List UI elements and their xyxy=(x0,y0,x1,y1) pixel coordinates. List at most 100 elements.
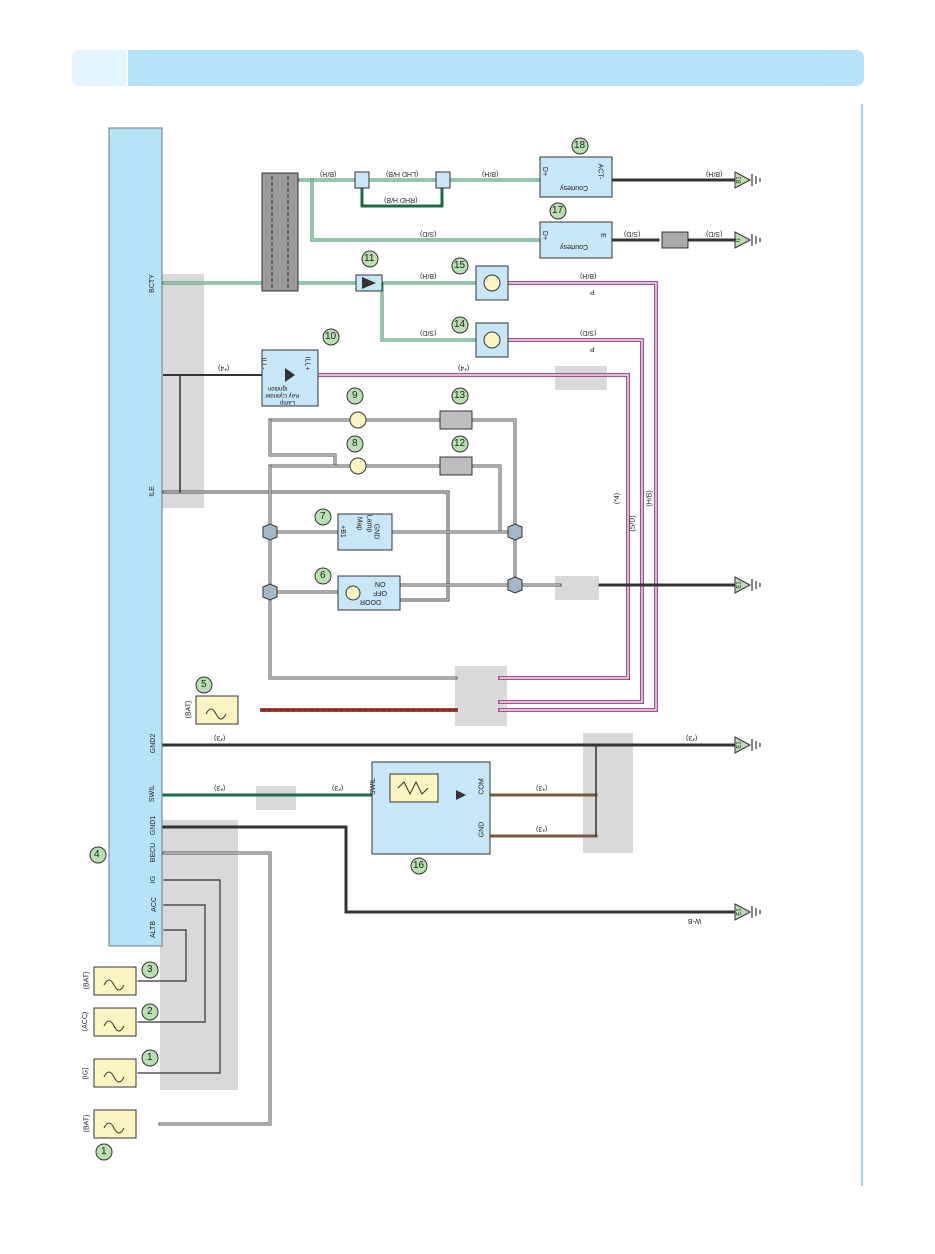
fuse-acc-label: (ACC) xyxy=(82,1011,90,1032)
junction-node xyxy=(507,576,523,594)
junction-node xyxy=(262,523,278,541)
wire-label-gnd: (*3) xyxy=(536,825,548,832)
wire-label-v4: (*4) xyxy=(614,492,622,505)
component-6-number: 6 xyxy=(320,570,326,581)
wire-label-top1: (B/H) xyxy=(320,170,337,177)
fuse-bat3-label: (BAT) xyxy=(185,700,193,719)
map-lamp-label-1: Map xyxy=(355,516,363,531)
junction-zone-2 xyxy=(555,576,599,600)
ground-symbol xyxy=(734,231,752,249)
wire-ig xyxy=(137,879,221,1074)
ecu-pin-gnd2: GND2 xyxy=(150,733,158,754)
ground-symbol xyxy=(734,903,752,921)
wire-label-r15b: (B/H) xyxy=(580,272,597,279)
wire-label-com: (*3) xyxy=(536,784,548,791)
courtesy-switch-17 xyxy=(539,221,613,259)
lamp-9 xyxy=(349,411,367,429)
joint-connector xyxy=(261,172,299,292)
connector-lhd-2 xyxy=(435,171,451,189)
fuse-acc-number: 2 xyxy=(147,1006,153,1017)
fuse-ig-number: 1 xyxy=(147,1052,153,1063)
ecu-body xyxy=(108,127,163,947)
courtesy-switch-18 xyxy=(539,156,613,198)
courtesy-18-dplus: D+ xyxy=(541,166,549,177)
wire-label-gnd2: (*3) xyxy=(214,734,226,741)
wire-label-lhd: (LHD H/B) xyxy=(386,170,419,177)
component-7-number: 7 xyxy=(320,511,326,522)
header-bar xyxy=(72,50,864,86)
connector-ground-i1 xyxy=(661,231,689,249)
wire-label-wb: W-B xyxy=(688,917,702,924)
component-9-number: 9 xyxy=(352,390,358,401)
map-lamp-gnd: GND xyxy=(372,523,380,540)
ecu-pin-acc: ACC xyxy=(150,897,158,912)
ecu-pin-bcty: BCTY xyxy=(148,274,156,293)
component-14-number: 14 xyxy=(454,319,466,330)
wire-label-swil1: (*3) xyxy=(214,784,226,791)
swil-gnd-label: GND xyxy=(478,821,486,838)
wire-label-swil2: (*3) xyxy=(332,784,344,791)
junction-zone-3 xyxy=(555,366,607,390)
wire-label-r10: (*4) xyxy=(458,364,470,371)
wire-label-mid3: (S/D) xyxy=(706,230,723,237)
ground-label-b1: B1 xyxy=(736,176,743,184)
fuse-bat3-number: 5 xyxy=(201,679,207,690)
door-off-label: OFF xyxy=(373,589,387,596)
wire-label-rhd: (RHD H/B) xyxy=(384,196,418,203)
ecu-pin-gnd1: GND1 xyxy=(150,815,158,836)
ecu-pin-swil: SWIL xyxy=(149,784,157,803)
courtesy-18-act: ACT- xyxy=(596,163,604,180)
key-lamp-label-3: Lamp xyxy=(280,399,296,405)
key-lamp-label-2: Key Cylinder xyxy=(265,392,300,398)
wire-gnd1 xyxy=(162,825,737,914)
connector-lhd-1 xyxy=(354,171,370,189)
wire-label-r14: (S/D) xyxy=(420,329,437,336)
lamp-8 xyxy=(349,457,367,475)
map-lamp-b1: +B1 xyxy=(338,525,346,538)
wire-label-r14c: P xyxy=(590,345,595,352)
fuse-group xyxy=(93,695,239,1139)
ecu-pin-ig: IG xyxy=(150,875,158,884)
switch-13 xyxy=(439,410,473,430)
map-lamp-label-2: Lamp xyxy=(365,514,373,533)
wire-label-mid1: (S/D) xyxy=(420,230,437,237)
wire-label-top2: (B/H) xyxy=(482,170,499,177)
junction-node xyxy=(507,523,523,541)
component-8-number: 8 xyxy=(352,438,358,449)
wire-label-r15: (B/H) xyxy=(420,272,437,279)
wire-label-r14b: (S/D) xyxy=(580,329,597,336)
courtesy-17-dplus: D+ xyxy=(541,230,549,241)
junction-zone-4 xyxy=(583,733,633,853)
ground-symbol xyxy=(734,576,752,594)
ground-symbol xyxy=(734,736,752,754)
component-11-number: 11 xyxy=(364,253,375,264)
wire-label-vsd: (S/D) xyxy=(629,515,637,532)
courtesy-17-e: E xyxy=(598,233,606,238)
wire-acc xyxy=(137,904,206,1023)
fuse-ig-label: (IG) xyxy=(82,1067,90,1080)
ecu-connector-zone-top xyxy=(160,274,204,508)
wire-label-r15c: P xyxy=(590,288,595,295)
wire-label-vhb: (H/B) xyxy=(646,490,654,507)
component-16-number: 16 xyxy=(413,860,425,871)
swil-label: SWIL xyxy=(370,777,378,796)
key-lamp-label-1: Ignition xyxy=(268,385,288,391)
junction-node xyxy=(262,583,278,601)
ground-symbol xyxy=(734,171,752,189)
junction-zone-5 xyxy=(256,786,296,810)
fuse-bat2-number: 3 xyxy=(147,964,153,975)
component-18-number: 18 xyxy=(574,140,586,151)
component-13-number: 13 xyxy=(454,390,466,401)
wire-label-right: (B/H) xyxy=(706,170,723,177)
wire-label-key: (*4) xyxy=(218,364,230,371)
ground-label-e1b: E1 xyxy=(736,741,743,749)
ecu-connector-zone-bottom xyxy=(160,820,238,1090)
key-lamp-ill-minus: ILL- xyxy=(259,357,267,370)
courtesy-17-label: Courtesy xyxy=(560,243,589,250)
ecu-number: 4 xyxy=(94,849,100,860)
fuse-bat-number: 1 xyxy=(101,1146,107,1157)
wire-label-mid2: (S/D) xyxy=(624,230,641,237)
map-lamp-7 xyxy=(337,513,393,551)
door-label: DOOR xyxy=(360,598,381,605)
